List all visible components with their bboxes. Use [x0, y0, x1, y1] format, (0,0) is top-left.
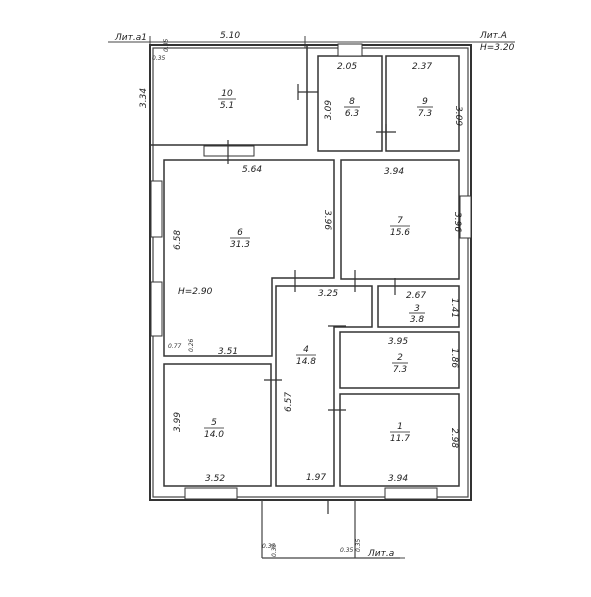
room-6-height-left-dim: 6.58 [173, 230, 183, 250]
wall-dim-035-c: 0.35 [262, 543, 276, 550]
room-3-number: 3 [414, 304, 420, 314]
room-8-width-dim: 2.05 [337, 62, 357, 72]
room-3-outline [377, 285, 460, 328]
room-8-number: 8 [349, 97, 355, 107]
lit-a1-label: Лит.а1 [114, 33, 147, 43]
height-main-label: H=3.20 [480, 43, 515, 53]
room-6-width-dim: 5.64 [242, 165, 262, 175]
lit-a-lower-label: Лит.а [367, 549, 394, 559]
room-7-height-dim: 3.96 [452, 212, 462, 232]
room-1-width-dim: 3.94 [388, 474, 408, 484]
window-left-upper [150, 180, 163, 238]
room-10-area: 5.1 [220, 101, 234, 111]
window-bottom-room5 [184, 487, 238, 500]
room-6-height-label: H=2.90 [178, 287, 213, 297]
room-1-number: 1 [397, 422, 403, 432]
left-height-10-dim: 3.34 [139, 88, 149, 108]
lit-a-label: Лит.А [479, 31, 507, 41]
room-9-height-dim: 3.09 [453, 106, 463, 126]
wall-dim-035-e: 0.35 [340, 547, 354, 554]
outer-wall [149, 44, 472, 501]
room-6-bottom-dim: 3.51 [218, 347, 238, 357]
room-2-outline [339, 331, 460, 389]
wall-dim-035-f: 0.35 [355, 538, 362, 552]
room-5-area: 14.0 [204, 430, 224, 440]
room-1-outline [339, 393, 460, 487]
room-10-number: 10 [221, 89, 233, 99]
room-5-number: 5 [211, 418, 217, 428]
room-3-width-dim: 2.67 [406, 291, 426, 301]
room-9-width-dim: 2.37 [412, 62, 432, 72]
room-9-number: 9 [422, 97, 428, 107]
room-6-height-right-dim: 3.96 [322, 210, 332, 230]
wall-dim-035-d: 0.35 [271, 543, 278, 557]
room-7-width-dim: 3.94 [384, 167, 404, 177]
room-2-width-dim: 3.95 [388, 337, 408, 347]
window-right-room7 [459, 195, 472, 239]
room-8-height-dim: 3.09 [324, 100, 334, 120]
room-2-height-dim: 1.86 [449, 348, 459, 368]
top-width-dim: 5.10 [220, 31, 240, 41]
window-room10-room6 [203, 145, 255, 157]
room-5-width-dim: 3.52 [205, 474, 225, 484]
door-marks [227, 84, 396, 514]
room-5-outline [163, 363, 272, 487]
wall-dim-035-b: 0.35 [163, 38, 170, 52]
wall-dim-026: 0.26 [188, 338, 195, 352]
room-6-number: 6 [237, 228, 243, 238]
wall-dim-035-a: 0.35 [152, 55, 166, 62]
room-9-area: 7.3 [418, 109, 433, 119]
room-4-area: 14.8 [296, 357, 316, 367]
room-4-bottom-dim: 1.97 [306, 473, 326, 483]
room-6-outline [163, 159, 335, 357]
room-2-number: 2 [397, 353, 403, 363]
room-3-height-dim: 1.41 [449, 298, 459, 318]
room-1-height-dim: 2.98 [449, 428, 459, 448]
window-bottom-room1 [384, 487, 438, 500]
corridor-width-dim: 3.25 [318, 289, 338, 299]
room-8-area: 6.3 [345, 109, 360, 119]
room-9-outline [385, 55, 460, 152]
room-2-area: 7.3 [393, 365, 408, 375]
room-4-outline [275, 285, 373, 487]
room-6-area: 31.3 [230, 240, 250, 250]
window-room8-top [337, 43, 363, 57]
room-7-outline [340, 159, 460, 280]
room-1-area: 11.7 [390, 434, 410, 444]
room-7-area: 15.6 [390, 228, 410, 238]
wall-dim-077: 0.77 [168, 343, 182, 350]
window-left-lower [150, 281, 163, 337]
room-4-number: 4 [303, 345, 309, 355]
outer-wall-inner [152, 47, 469, 498]
room-3-area: 3.8 [410, 315, 425, 325]
room-7-number: 7 [397, 216, 403, 226]
room-4-height-dim: 6.57 [284, 392, 294, 412]
room-5-height-dim: 3.99 [173, 412, 183, 432]
